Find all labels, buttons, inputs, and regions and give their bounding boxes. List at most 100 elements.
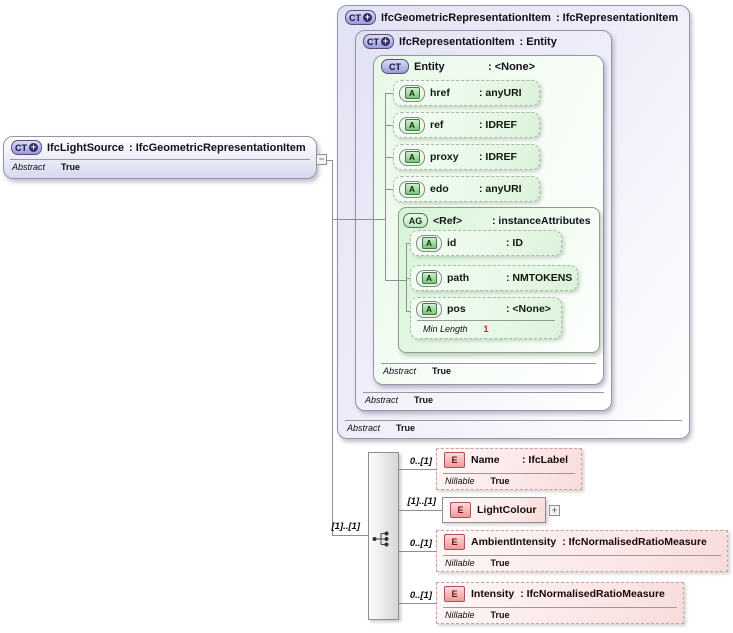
complextype-name: IfcRepresentationItem	[399, 35, 515, 48]
complextype-name: IfcLightSource	[47, 141, 125, 154]
complextype-base: : <None>	[488, 60, 536, 73]
cardinality-label: [1]..[1]	[407, 496, 437, 507]
plus-icon: +	[363, 12, 372, 22]
element-box-ambientintensity: E AmbientIntensity : IfcNormalisedRatioM…	[436, 530, 728, 572]
element-box-lightcolour: E LightColour	[442, 497, 546, 523]
divider-line	[345, 420, 682, 421]
connector-line	[397, 551, 436, 552]
complextype-base: : IfcGeometricRepresentationItem	[129, 141, 306, 154]
attribute-badge: A	[404, 151, 420, 163]
element-box-intensity: E Intensity : IfcNormalisedRatioMeasure …	[436, 582, 684, 624]
connector-line	[397, 469, 436, 470]
divider-line	[363, 392, 604, 393]
facet-label: Nillable	[445, 476, 475, 486]
facet-value: True	[490, 558, 510, 568]
complextype-header: CT+ IfcLightSource : IfcGeometricReprese…	[4, 140, 316, 155]
complextype-badge: CT+	[11, 140, 42, 155]
complextype-header: CT+ IfcRepresentationItem : Entity	[356, 34, 611, 49]
attribute-badge: A	[421, 303, 437, 315]
attribute-capsule: A	[399, 180, 425, 198]
facet-label: Nillable	[445, 610, 475, 620]
facet-row: Abstract True	[12, 162, 80, 172]
connector-line	[385, 93, 394, 94]
element-badge: E	[444, 452, 465, 468]
complextype-name: IfcGeometricRepresentationItem	[381, 11, 551, 24]
connector-line	[385, 93, 386, 280]
facet-value: True	[61, 162, 81, 172]
element-name: LightColour	[477, 504, 537, 516]
attribute-type: : anyURI	[479, 87, 522, 99]
element-name: AmbientIntensity	[471, 536, 557, 548]
plus-icon: +	[381, 36, 390, 46]
facet-label: Abstract	[347, 423, 381, 433]
attribute-box-id: A id : ID	[410, 230, 562, 256]
complextype-badge: CT	[381, 59, 409, 74]
attribute-type: : <None>	[506, 303, 551, 315]
expand-icon[interactable]: +	[549, 505, 560, 516]
attribute-capsule: A	[399, 116, 425, 134]
facet-label: Nillable	[445, 558, 475, 568]
attribute-header: A pos : <None>	[411, 298, 561, 320]
attribute-box-proxy: A proxy : IDREF	[393, 144, 540, 170]
cardinality-label: 0..[1]	[409, 590, 432, 601]
complextype-header: CT+ IfcGeometricRepresentationItem : Ifc…	[338, 10, 689, 25]
element-name: Name	[471, 454, 500, 466]
element-type: : IfcNormalisedRatioMeasure	[562, 536, 707, 548]
facet-label: Abstract	[383, 366, 417, 376]
facet-row: Nillable True	[445, 558, 510, 568]
attributegroup-type: : instanceAttributes	[492, 214, 591, 227]
facet-value: True	[396, 423, 416, 433]
attribute-name: path	[447, 272, 470, 284]
attribute-name: href	[430, 87, 450, 99]
element-header: E LightColour	[443, 498, 545, 522]
attribute-box-ref: A ref : IDREF	[393, 112, 540, 138]
attribute-type: : anyURI	[479, 183, 522, 195]
facet-value: True	[490, 476, 510, 486]
divider-line	[443, 555, 721, 556]
connector-line	[332, 219, 385, 220]
connector-line	[397, 603, 436, 604]
attribute-capsule: A	[416, 269, 442, 287]
attribute-badge: A	[421, 272, 437, 284]
attribute-type: : IDREF	[479, 151, 517, 163]
connector-line	[385, 125, 394, 126]
badge-text: CT	[389, 61, 401, 72]
attribute-name: edo	[430, 183, 449, 195]
connector-line	[406, 243, 411, 244]
attributegroup-name: <Ref>	[433, 214, 463, 227]
divider-line	[417, 320, 555, 321]
attribute-name: ref	[430, 119, 444, 131]
attribute-box-href: A href : anyURI	[393, 80, 540, 106]
attribute-type: : NMTOKENS	[506, 272, 573, 284]
attribute-capsule: A	[399, 148, 425, 166]
badge-text: CT	[15, 142, 27, 153]
collapse-icon[interactable]: −	[316, 154, 327, 165]
connector-line	[385, 189, 394, 190]
facet-label: Min Length	[423, 324, 468, 334]
element-header: E Name : IfcLabel	[437, 449, 581, 471]
attribute-capsule: A	[416, 300, 442, 318]
connector-line	[406, 278, 411, 279]
element-name: Intensity	[471, 588, 515, 600]
attribute-badge: A	[421, 237, 437, 249]
connector-line	[332, 160, 333, 535]
complextype-base: : IfcRepresentationItem	[555, 11, 679, 24]
plus-icon: +	[29, 142, 38, 152]
cardinality-label: [1]..[1]	[331, 521, 361, 532]
cardinality-label: 0..[1]	[409, 538, 432, 549]
divider-line	[10, 159, 310, 160]
attribute-box-edo: A edo : anyURI	[393, 176, 540, 202]
attribute-capsule: A	[416, 234, 442, 252]
facet-row: Nillable True	[445, 610, 510, 620]
connector-line	[397, 510, 442, 511]
facet-row: Abstract True	[383, 366, 451, 376]
attribute-capsule: A	[399, 84, 425, 102]
attribute-badge: A	[404, 87, 420, 99]
facet-value: True	[432, 366, 452, 376]
connector-line	[332, 535, 368, 536]
divider-line	[443, 607, 677, 608]
attribute-box-pos: A pos : <None> Min Length 1	[410, 297, 562, 339]
divider-line	[443, 473, 575, 474]
facet-value: True	[414, 395, 434, 405]
